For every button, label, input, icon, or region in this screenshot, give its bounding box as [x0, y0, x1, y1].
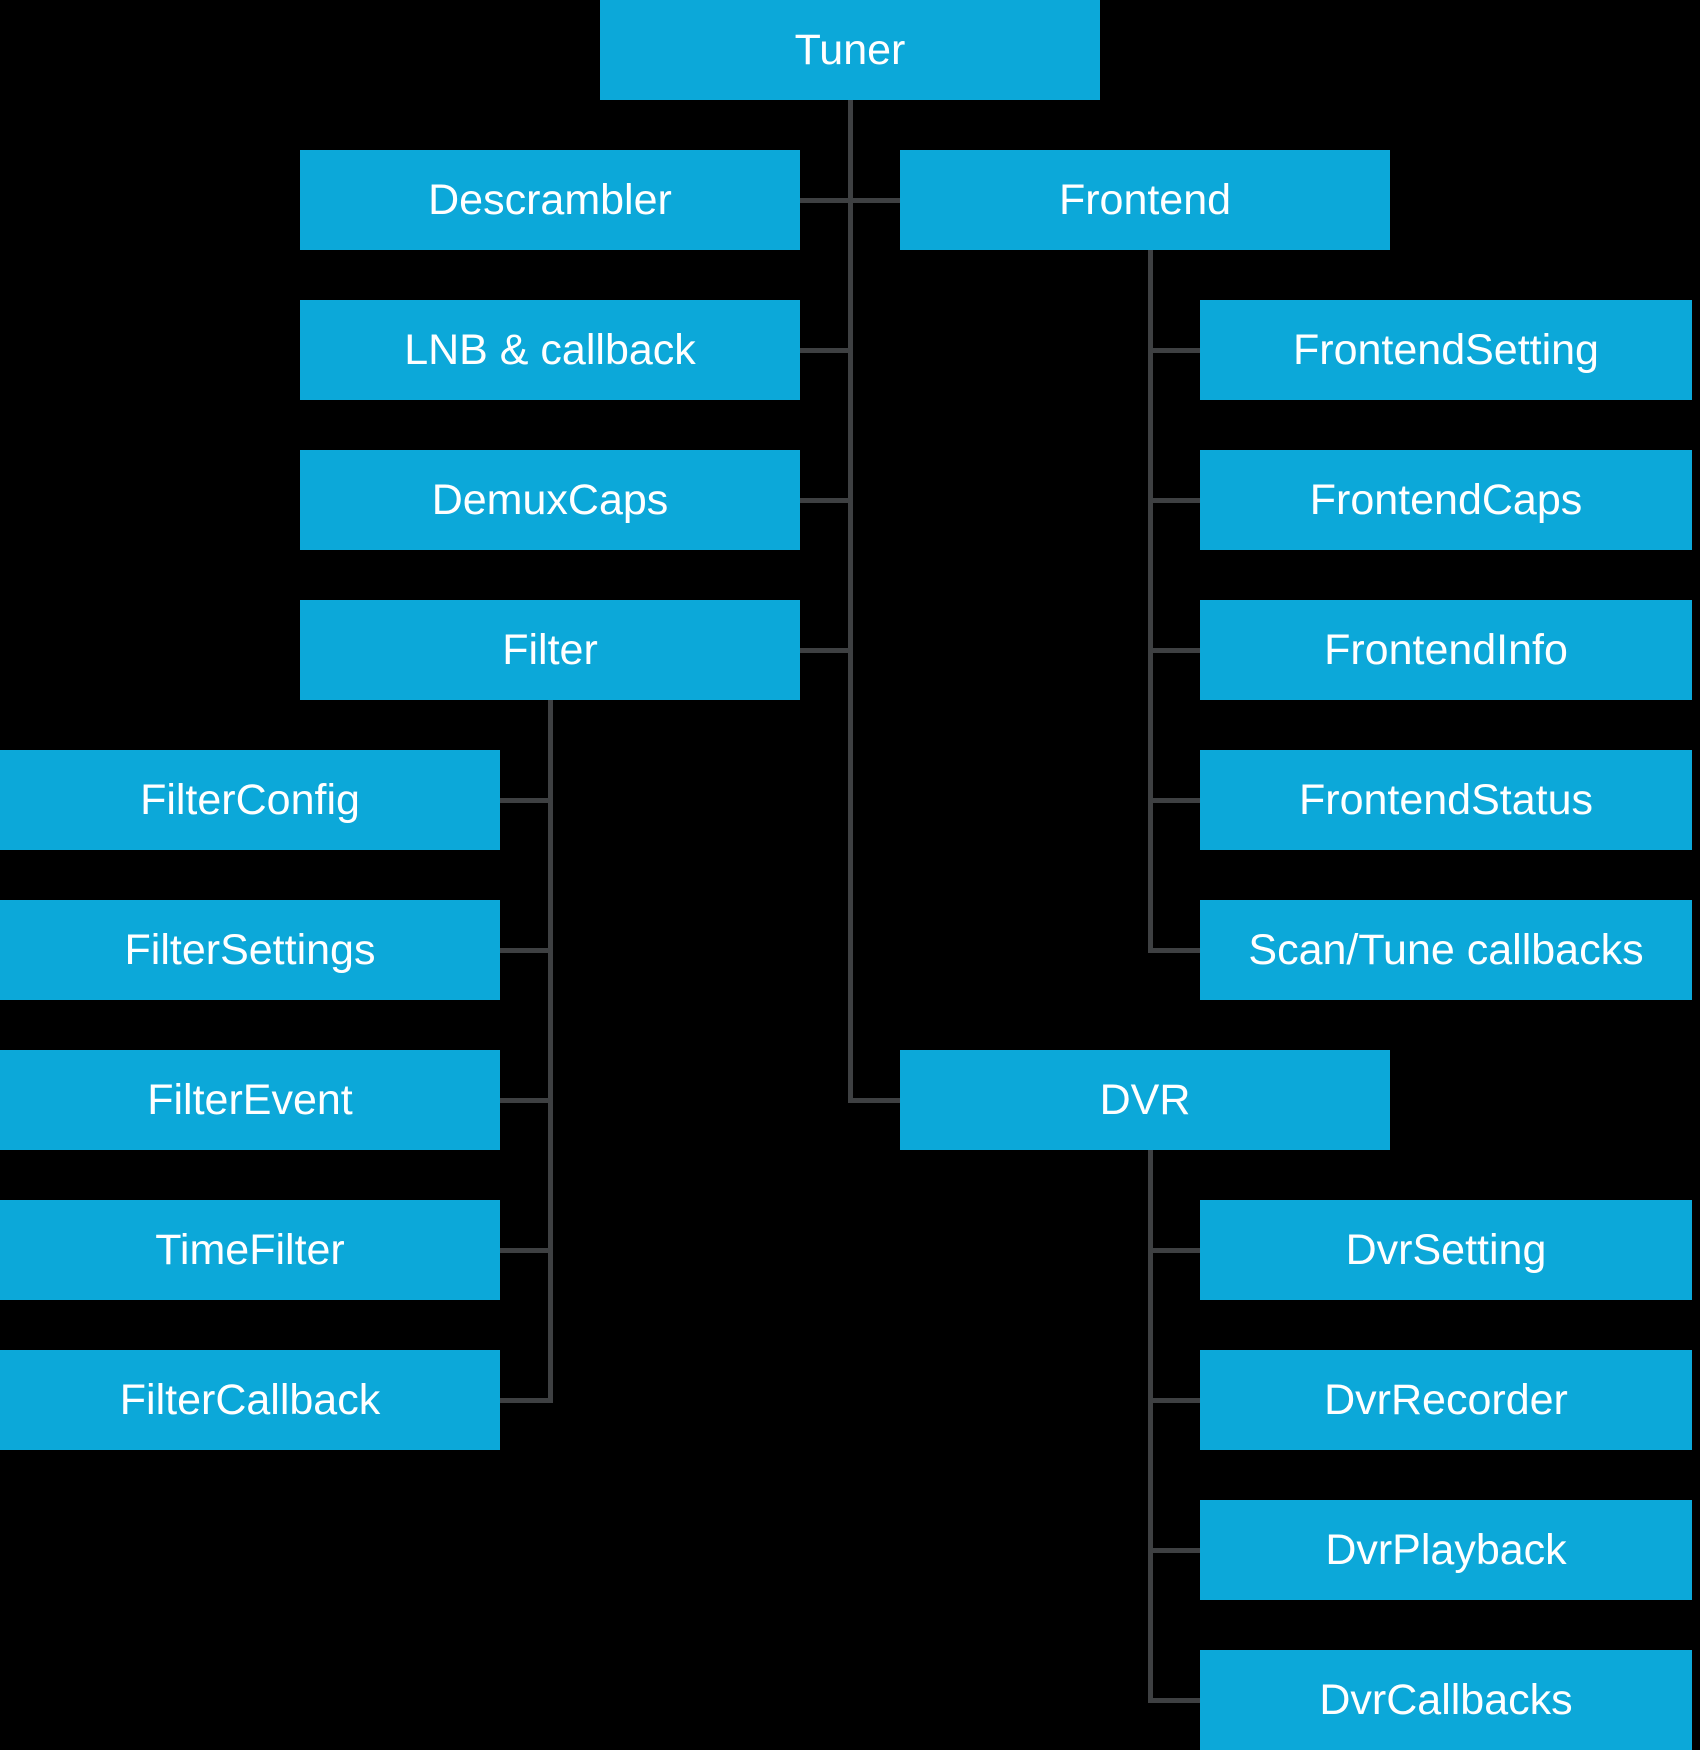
- connector-frontendstatus-stub: [1150, 798, 1200, 803]
- connector-filtercallback-stub: [500, 1398, 553, 1403]
- node-demuxcaps: DemuxCaps: [300, 450, 800, 550]
- connector-frontendcaps-stub: [1150, 498, 1200, 503]
- node-dvr-recorder: DvrRecorder: [1200, 1350, 1692, 1450]
- connector-filtersettings-stub: [500, 948, 553, 953]
- node-time-filter: TimeFilter: [0, 1200, 500, 1300]
- connector-filterconfig-stub: [500, 798, 553, 803]
- connector-dvrrecorder-stub: [1150, 1398, 1200, 1403]
- connector-scantune-stub: [1150, 948, 1200, 953]
- node-frontend-info: FrontendInfo: [1200, 600, 1692, 700]
- node-frontend: Frontend: [900, 150, 1390, 250]
- connector-frontend-branch: [1148, 250, 1153, 953]
- node-filter-callback: FilterCallback: [0, 1350, 500, 1450]
- connector-demuxcaps-stub: [800, 498, 853, 503]
- node-descrambler: Descrambler: [300, 150, 800, 250]
- connector-dvrcallbacks-stub: [1150, 1698, 1200, 1703]
- connector-descrambler-frontend: [800, 198, 900, 203]
- connector-filter-stub: [800, 648, 853, 653]
- node-tuner: Tuner: [600, 0, 1100, 100]
- node-filter-event: FilterEvent: [0, 1050, 500, 1150]
- connector-tuner-trunk: [848, 100, 853, 1103]
- connector-timefilter-stub: [500, 1248, 553, 1253]
- connector-dvrplayback-stub: [1150, 1548, 1200, 1553]
- node-frontend-setting: FrontendSetting: [1200, 300, 1692, 400]
- connector-filter-branch: [548, 700, 553, 1403]
- node-frontend-status: FrontendStatus: [1200, 750, 1692, 850]
- connector-dvr-branch: [1148, 1150, 1153, 1703]
- node-dvr: DVR: [900, 1050, 1390, 1150]
- connector-frontendsetting-stub: [1150, 348, 1200, 353]
- node-filter: Filter: [300, 600, 800, 700]
- connector-lnb-stub: [800, 348, 853, 353]
- connector-frontendinfo-stub: [1150, 648, 1200, 653]
- node-lnb-callback: LNB & callback: [300, 300, 800, 400]
- node-dvr-playback: DvrPlayback: [1200, 1500, 1692, 1600]
- node-filter-settings: FilterSettings: [0, 900, 500, 1000]
- node-scan-tune-callbacks: Scan/Tune callbacks: [1200, 900, 1692, 1000]
- connector-filterevent-stub: [500, 1098, 553, 1103]
- node-dvr-callbacks: DvrCallbacks: [1200, 1650, 1692, 1750]
- connector-dvrsetting-stub: [1150, 1248, 1200, 1253]
- node-frontend-caps: FrontendCaps: [1200, 450, 1692, 550]
- connector-dvr-stub: [848, 1098, 900, 1103]
- node-filter-config: FilterConfig: [0, 750, 500, 850]
- node-dvr-setting: DvrSetting: [1200, 1200, 1692, 1300]
